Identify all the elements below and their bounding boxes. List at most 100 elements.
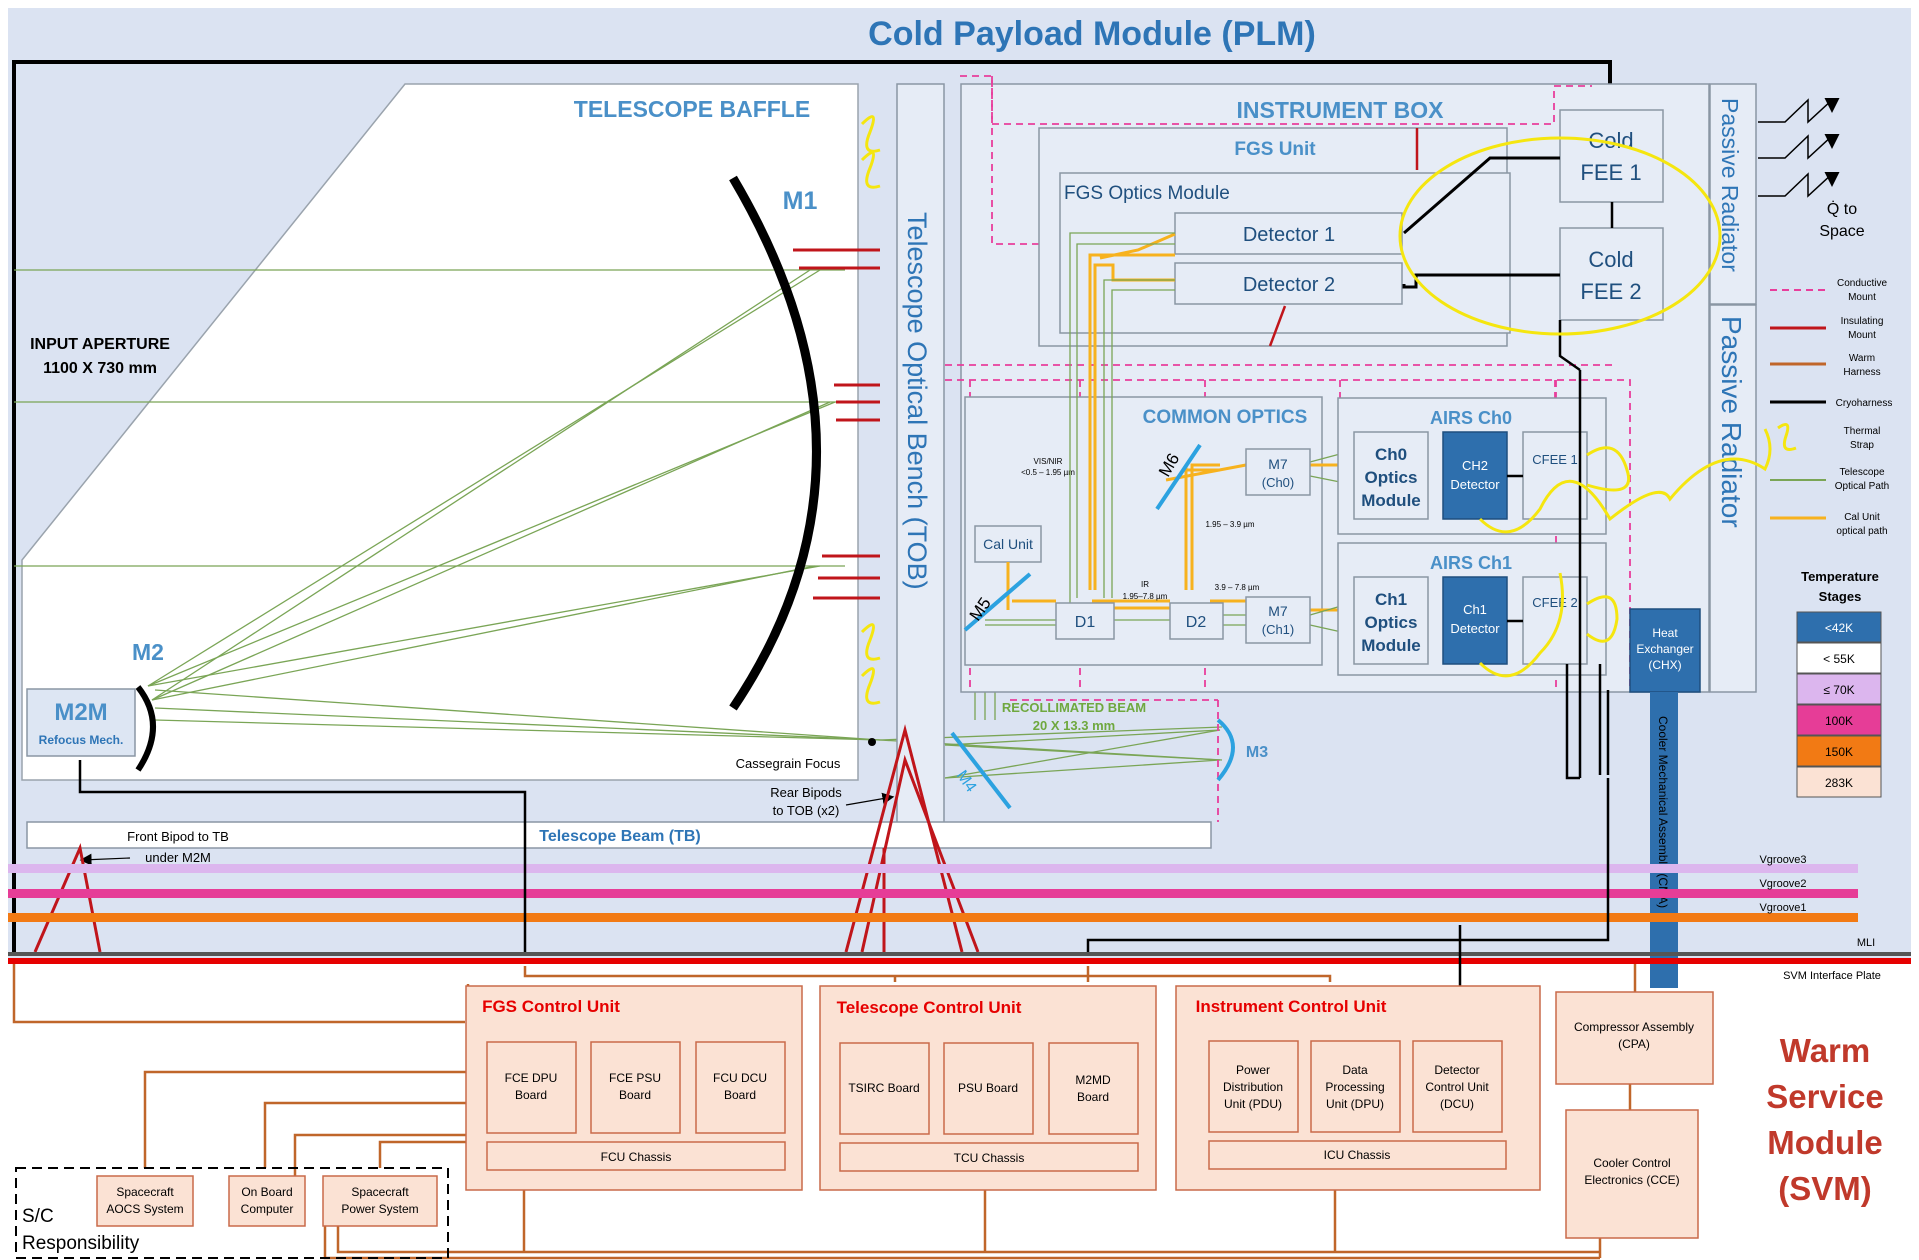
input-aperture-size: 1100 X 730 mm — [43, 360, 157, 377]
cold-fee-2-label-2: FEE 2 — [1580, 279, 1641, 304]
thermal-straps — [860, 115, 1772, 705]
cooler-control-electronics — [1565, 1109, 1699, 1239]
cal-unit-label: Cal Unit — [983, 536, 1033, 552]
d2-label: D2 — [1186, 614, 1207, 631]
fgs-control-unit-label: FGS Control Unit — [482, 997, 620, 1016]
temp-stage-swatch — [1796, 735, 1882, 767]
svm-title-3: Module — [1767, 1124, 1882, 1161]
m5-mirror — [963, 572, 1032, 632]
vis-nir-label: VIS/NIR — [1034, 457, 1063, 466]
detector-1-label: Detector 1 — [1243, 224, 1335, 246]
pdu — [1208, 1040, 1299, 1133]
temp-stages-title-2: Stages — [1819, 589, 1862, 604]
obc-label-2: Computer — [241, 1202, 294, 1216]
detector-insulating-mount — [1268, 305, 1287, 347]
m7-ch1-sub-label: (Ch1) — [1262, 622, 1295, 637]
mli-label: MLI — [1857, 937, 1875, 949]
psu-board — [943, 1042, 1034, 1135]
cfee-2 — [1522, 576, 1588, 665]
rear-bipods-sub-label: to TOB (x2) — [773, 803, 840, 818]
legend-thermal: Thermal — [1844, 426, 1881, 437]
cold-fee-1-label-2: FEE 1 — [1580, 160, 1641, 185]
ch0-optics-module — [1353, 431, 1429, 520]
psu-board-label: PSU Board — [958, 1081, 1018, 1095]
svm-title-1: Warm — [1780, 1032, 1870, 1069]
ch1-detector-label-2: Detector — [1450, 621, 1500, 636]
band-39-78: 3.9 – 7.8 µm — [1215, 583, 1260, 592]
vis-nir-band: <0.5 – 1.95 µm — [1021, 468, 1075, 477]
dcu-label-3: (DCU) — [1440, 1097, 1474, 1111]
vgroove3-label: Vgroove3 — [1759, 854, 1806, 866]
cooler-mechanical-assembly — [1650, 692, 1678, 988]
m7-ch0 — [1245, 448, 1311, 496]
legend-conductive: Conductive — [1837, 278, 1887, 289]
temp-stage-swatch — [1796, 673, 1882, 705]
fce-dpu-label-2: Board — [515, 1088, 547, 1102]
fcu-dcu-label-1: FCU DCU — [713, 1071, 767, 1085]
cassegrain-focus-point — [868, 738, 876, 746]
m3-mirror — [1216, 718, 1235, 782]
cold-fee-1 — [1559, 109, 1664, 203]
passive-radiator-1-label: Passive Radiator — [1717, 98, 1743, 272]
m2md-label-2: Board — [1077, 1090, 1109, 1104]
telescope-beam — [26, 821, 1212, 849]
ch2-detector-label-2: Detector — [1450, 477, 1500, 492]
cpa-label-1: Compressor Assembly — [1574, 1020, 1694, 1034]
passive-radiator-2-label: Passive Radiator — [1716, 316, 1747, 528]
ch1-optics-label-1: Ch1 — [1375, 590, 1407, 609]
temp-stage-swatch — [1796, 611, 1882, 643]
spacecraft-power-system — [322, 1175, 438, 1227]
temp-stage-swatch — [1796, 642, 1882, 674]
fce-dpu-board — [486, 1041, 577, 1134]
m2md-board — [1048, 1042, 1139, 1135]
ch0-optics-label-2: Optics — [1365, 468, 1418, 487]
m7-ch1-label: M7 — [1268, 603, 1288, 619]
temp-stage-label: <42K — [1825, 621, 1853, 635]
fcu-chassis — [486, 1141, 786, 1171]
fce-psu-label-2: Board — [619, 1088, 651, 1102]
sc-responsibility-label-1: S/C — [22, 1206, 54, 1227]
dichroic-d1 — [1055, 602, 1115, 640]
fgs-cryoharness — [1402, 156, 1560, 289]
cfee-1 — [1522, 431, 1588, 520]
sc-power-label-1: Spacecraft — [351, 1185, 409, 1199]
svm-interface-plate-label: SVM Interface Plate — [1783, 970, 1881, 982]
ch0-optics-label-3: Module — [1361, 491, 1421, 510]
m2-label: M2 — [132, 639, 164, 665]
cfee-1-label: CFEE 1 — [1532, 452, 1578, 467]
sc-responsibility-box — [15, 1167, 449, 1259]
spacecraft-aocs-system — [96, 1175, 194, 1227]
on-board-computer — [228, 1175, 306, 1227]
m1-label: M1 — [783, 187, 818, 215]
recollimated-beam-label: RECOLLIMATED BEAM — [1002, 700, 1146, 715]
m1-mirror — [729, 175, 821, 711]
ch1-optics-module — [1353, 576, 1429, 665]
plm-title: Cold Payload Module (PLM) — [868, 15, 1316, 53]
ch2-detector — [1442, 431, 1508, 520]
airs-ch1-label: AIRS Ch1 — [1430, 553, 1512, 573]
cassegrain-focus-label: Cassegrain Focus — [736, 756, 841, 771]
telescope-optical-bench — [896, 83, 945, 827]
d1-label: D1 — [1075, 614, 1096, 631]
vgroove3 — [8, 864, 1858, 873]
rear-bipods-label: Rear Bipods — [770, 785, 842, 800]
fcu-chassis-label: FCU Chassis — [601, 1150, 672, 1164]
rear-bipods-arrow — [845, 792, 895, 806]
dpu — [1310, 1040, 1401, 1133]
mli-layer — [8, 952, 1911, 956]
ch1-detector-label-1: Ch1 — [1463, 602, 1487, 617]
detector-2 — [1174, 262, 1403, 305]
m7-ch0-sub-label: (Ch0) — [1262, 475, 1295, 490]
svm-interface-plate — [8, 958, 1911, 964]
band-195-39: 1.95 – 3.9 µm — [1205, 520, 1254, 529]
fce-dpu-label-1: FCE DPU — [505, 1071, 558, 1085]
temp-stage-label: < 55K — [1823, 652, 1855, 666]
m2-mirror — [135, 685, 156, 772]
m2m-sub-label: Refocus Mech. — [39, 733, 124, 747]
legend-telescope-path-2: Optical Path — [1835, 481, 1889, 492]
svm-title-4: (SVM) — [1778, 1170, 1872, 1207]
m1-insulating-mounts — [793, 248, 880, 600]
fcu-dcu-board — [695, 1041, 786, 1134]
